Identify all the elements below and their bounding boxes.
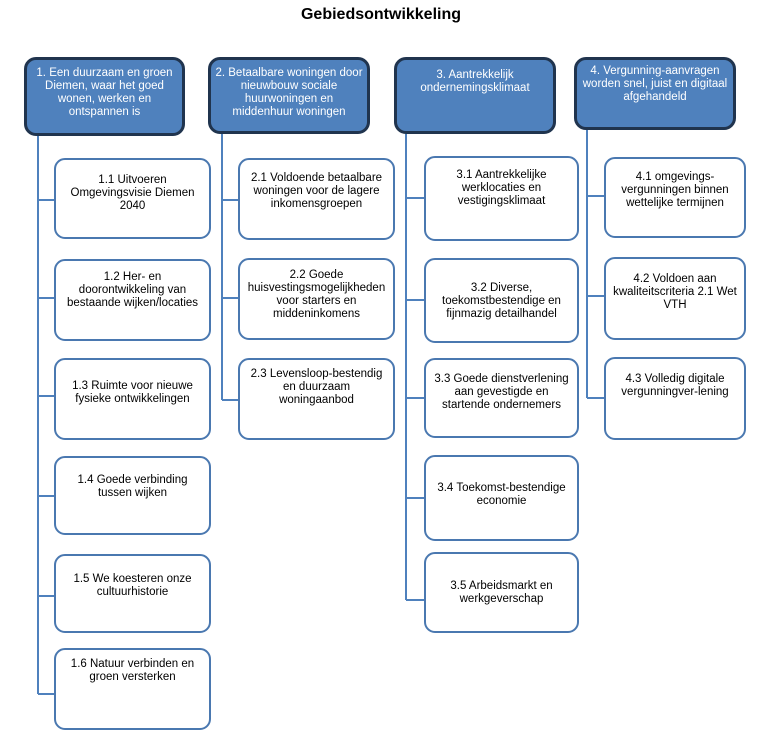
item-label-3-3: 3.3 Goede dienstverlening aan gevestigde… <box>434 373 569 411</box>
item-box-1-2: 1.2 Her- en doorontwikkeling van bestaan… <box>54 259 211 341</box>
item-box-3-5: 3.5 Arbeidsmarkt en werkgeverschap <box>424 552 579 633</box>
heading-box-3: 3. Aantrekkelijk ondernemingsklimaat <box>394 57 556 134</box>
item-label-1-6: 1.6 Natuur verbinden en groen versterken <box>70 658 195 683</box>
item-label-3-1: 3.1 Aantrekkelijke werklocaties en vesti… <box>456 169 547 207</box>
item-box-2-2: 2.2 Goede huisvestingsmogelijkheden voor… <box>238 258 395 340</box>
item-label-1-1: 1.1 Uitvoeren Omgevingsvisie Diemen 2040 <box>70 174 195 212</box>
item-label-2-2: 2.2 Goede huisvestingsmogelijkheden voor… <box>247 269 386 320</box>
heading-box-1: 1. Een duurzaam en groen Diemen, waar he… <box>24 57 185 136</box>
item-label-3-4: 3.4 Toekomst-bestendige economie <box>437 482 566 507</box>
item-label-1-4: 1.4 Goede verbinding tussen wijken <box>77 474 188 499</box>
heading-label-1: 1. Een duurzaam en groen Diemen, waar he… <box>36 67 173 118</box>
item-label-4-3: 4.3 Volledig digitale vergunningver-leni… <box>621 373 729 398</box>
heading-box-4: 4. Vergunning-aanvragen worden snel, jui… <box>574 57 736 130</box>
diagram-title: Gebiedsontwikkeling <box>300 6 462 23</box>
item-box-1-1: 1.1 Uitvoeren Omgevingsvisie Diemen 2040 <box>54 158 211 239</box>
item-label-1-5: 1.5 We koesteren onze cultuurhistorie <box>73 573 192 598</box>
item-label-1-3: 1.3 Ruimte voor nieuwe fysieke ontwikkel… <box>72 380 193 405</box>
item-box-4-3: 4.3 Volledig digitale vergunningver-leni… <box>604 357 746 440</box>
item-box-4-2: 4.2 Voldoen aan kwaliteitscriteria 2.1 W… <box>604 257 746 340</box>
heading-label-3: 3. Aantrekkelijk ondernemingsklimaat <box>420 69 530 94</box>
item-box-1-4: 1.4 Goede verbinding tussen wijken <box>54 456 211 535</box>
item-box-1-3: 1.3 Ruimte voor nieuwe fysieke ontwikkel… <box>54 358 211 440</box>
item-label-1-2: 1.2 Her- en doorontwikkeling van bestaan… <box>66 271 199 309</box>
heading-label-4: 4. Vergunning-aanvragen worden snel, jui… <box>582 65 728 103</box>
item-box-3-1: 3.1 Aantrekkelijke werklocaties en vesti… <box>424 156 579 241</box>
item-box-1-5: 1.5 We koesteren onze cultuurhistorie <box>54 554 211 633</box>
item-label-4-1: 4.1 omgevings-vergunningen binnen wettel… <box>621 171 729 209</box>
item-label-2-3: 2.3 Levensloop-bestendig en duurzaam won… <box>250 368 383 406</box>
heading-label-2: 2. Betaalbare woningen door nieuwbouw so… <box>215 67 363 118</box>
item-box-3-3: 3.3 Goede dienstverlening aan gevestigde… <box>424 358 579 438</box>
item-box-1-6: 1.6 Natuur verbinden en groen versterken <box>54 648 211 730</box>
item-box-2-3: 2.3 Levensloop-bestendig en duurzaam won… <box>238 358 395 440</box>
item-box-4-1: 4.1 omgevings-vergunningen binnen wettel… <box>604 157 746 238</box>
item-box-3-2: 3.2 Diverse, toekomstbestendige en fijnm… <box>424 258 579 343</box>
item-label-3-2: 3.2 Diverse, toekomstbestendige en fijnm… <box>442 282 561 320</box>
item-box-2-1: 2.1 Voldoende betaalbare woningen voor d… <box>238 158 395 240</box>
heading-box-2: 2. Betaalbare woningen door nieuwbouw so… <box>208 57 370 134</box>
item-label-2-1: 2.1 Voldoende betaalbare woningen voor d… <box>250 172 383 210</box>
item-box-3-4: 3.4 Toekomst-bestendige economie <box>424 455 579 541</box>
item-label-3-5: 3.5 Arbeidsmarkt en werkgeverschap <box>450 580 553 605</box>
item-label-4-2: 4.2 Voldoen aan kwaliteitscriteria 2.1 W… <box>613 273 737 311</box>
